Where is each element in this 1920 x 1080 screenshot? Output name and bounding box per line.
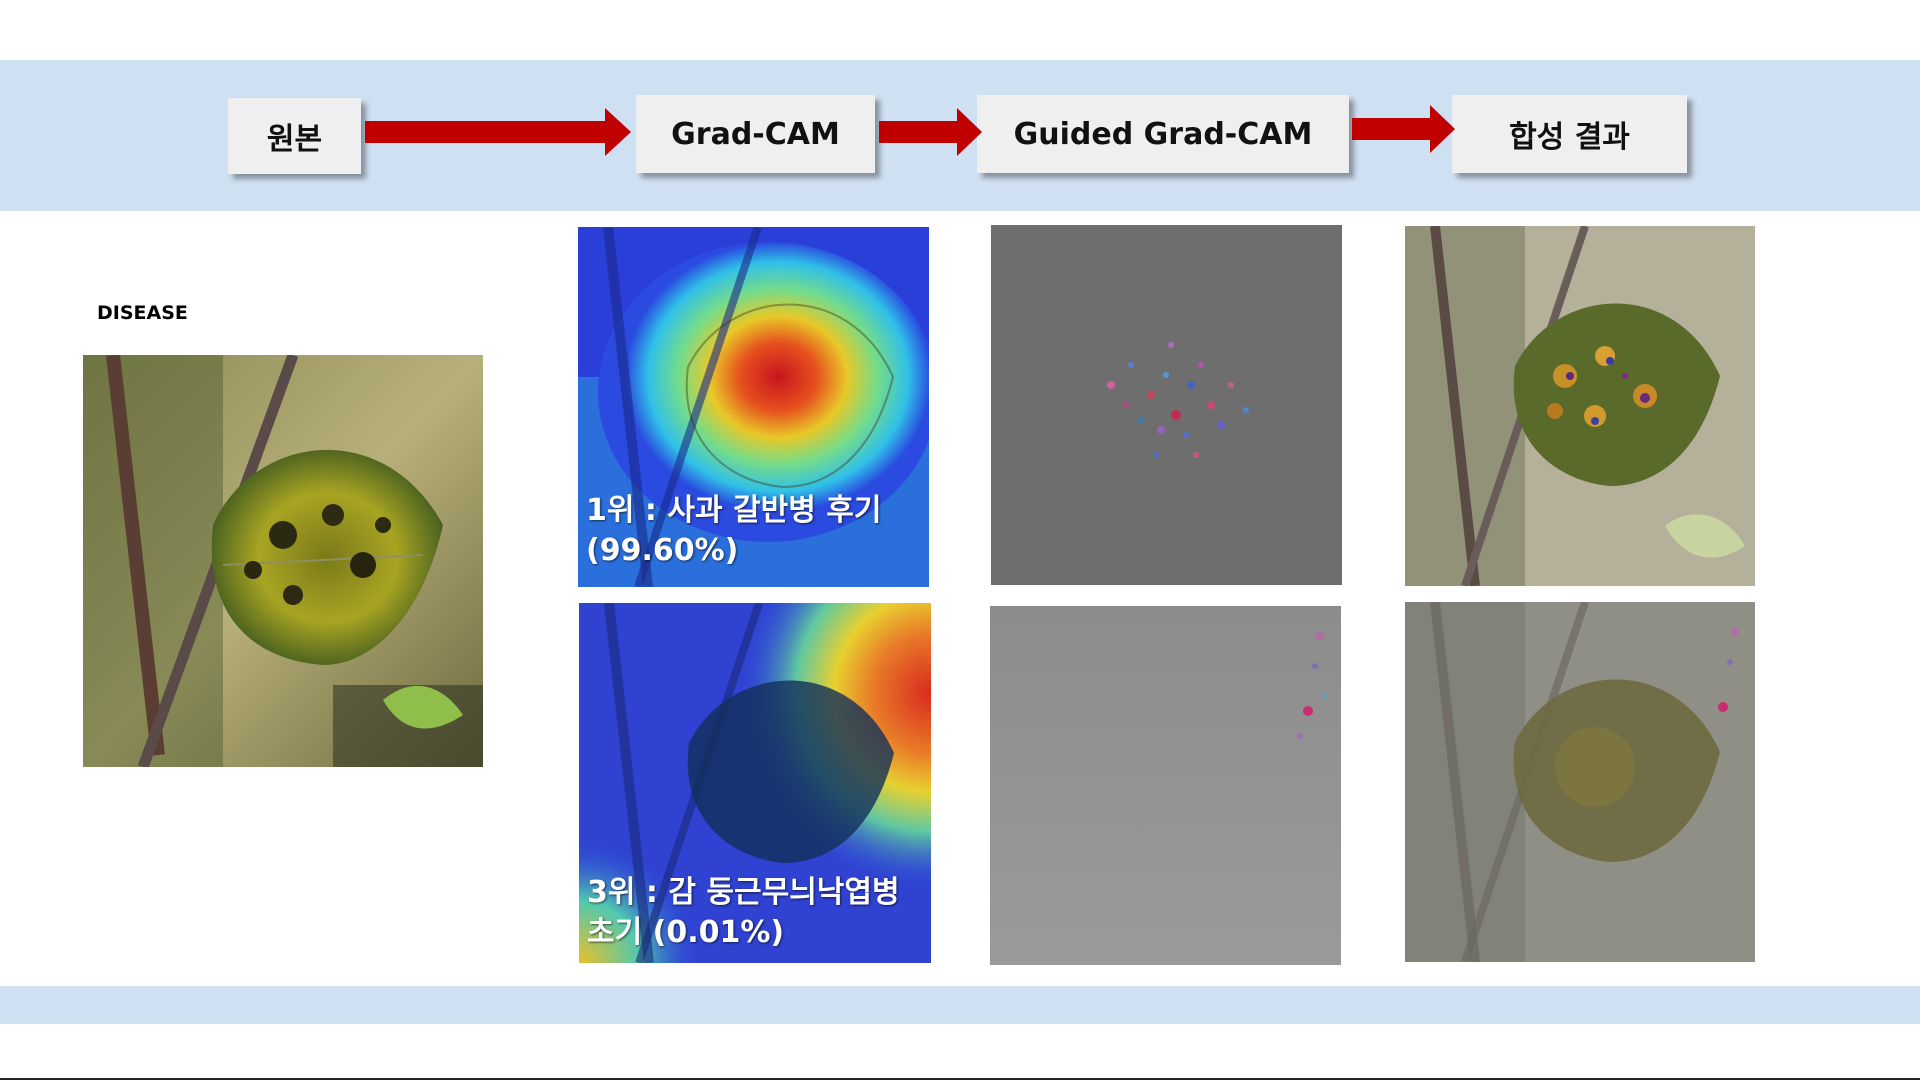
step-original-label: 원본 [266,122,323,157]
arrow-right-icon [879,108,982,156]
gradcam-bottom-heatmap: 3위 : 감 둥근무늬낙엽병 초기 (0.01%) [579,603,931,963]
step-composite: 합성 결과 [1452,95,1687,173]
footer-band [0,986,1920,1024]
arrow-right-icon [365,108,631,156]
step-composite-label: 합성 결과 [1509,120,1630,155]
gradcam-top-heatmap: 1위 : 사과 갈반병 후기 (99.60%) [578,227,929,587]
step-original: 원본 [228,98,361,174]
bottom-divider [0,1078,1920,1080]
composite-top [1405,226,1755,586]
prediction-3-caption: 3위 : 감 둥근무늬낙엽병 초기 (0.01%) [587,873,900,953]
step-gradcam: Grad-CAM [636,95,875,173]
original-leaf-image [83,355,483,767]
step-gradcam-label: Grad-CAM [671,116,840,152]
step-guided-gradcam-label: Guided Grad-CAM [1013,116,1313,152]
step-guided-gradcam: Guided Grad-CAM [977,95,1349,173]
prediction-3-name: 3위 : 감 둥근무늬낙엽병 [587,875,900,910]
prediction-1-score: (99.60%) [586,533,739,568]
original-label: DISEASE [97,302,188,324]
prediction-1-caption: 1위 : 사과 갈반병 후기 (99.60%) [586,491,881,571]
prediction-1-name: 1위 : 사과 갈반병 후기 [586,493,882,528]
composite-bottom [1405,602,1755,962]
prediction-3-score: 초기 (0.01%) [587,915,785,950]
guided-gradcam-bottom [990,606,1341,965]
guided-gradcam-top [991,225,1342,585]
arrow-right-icon [1352,105,1455,153]
